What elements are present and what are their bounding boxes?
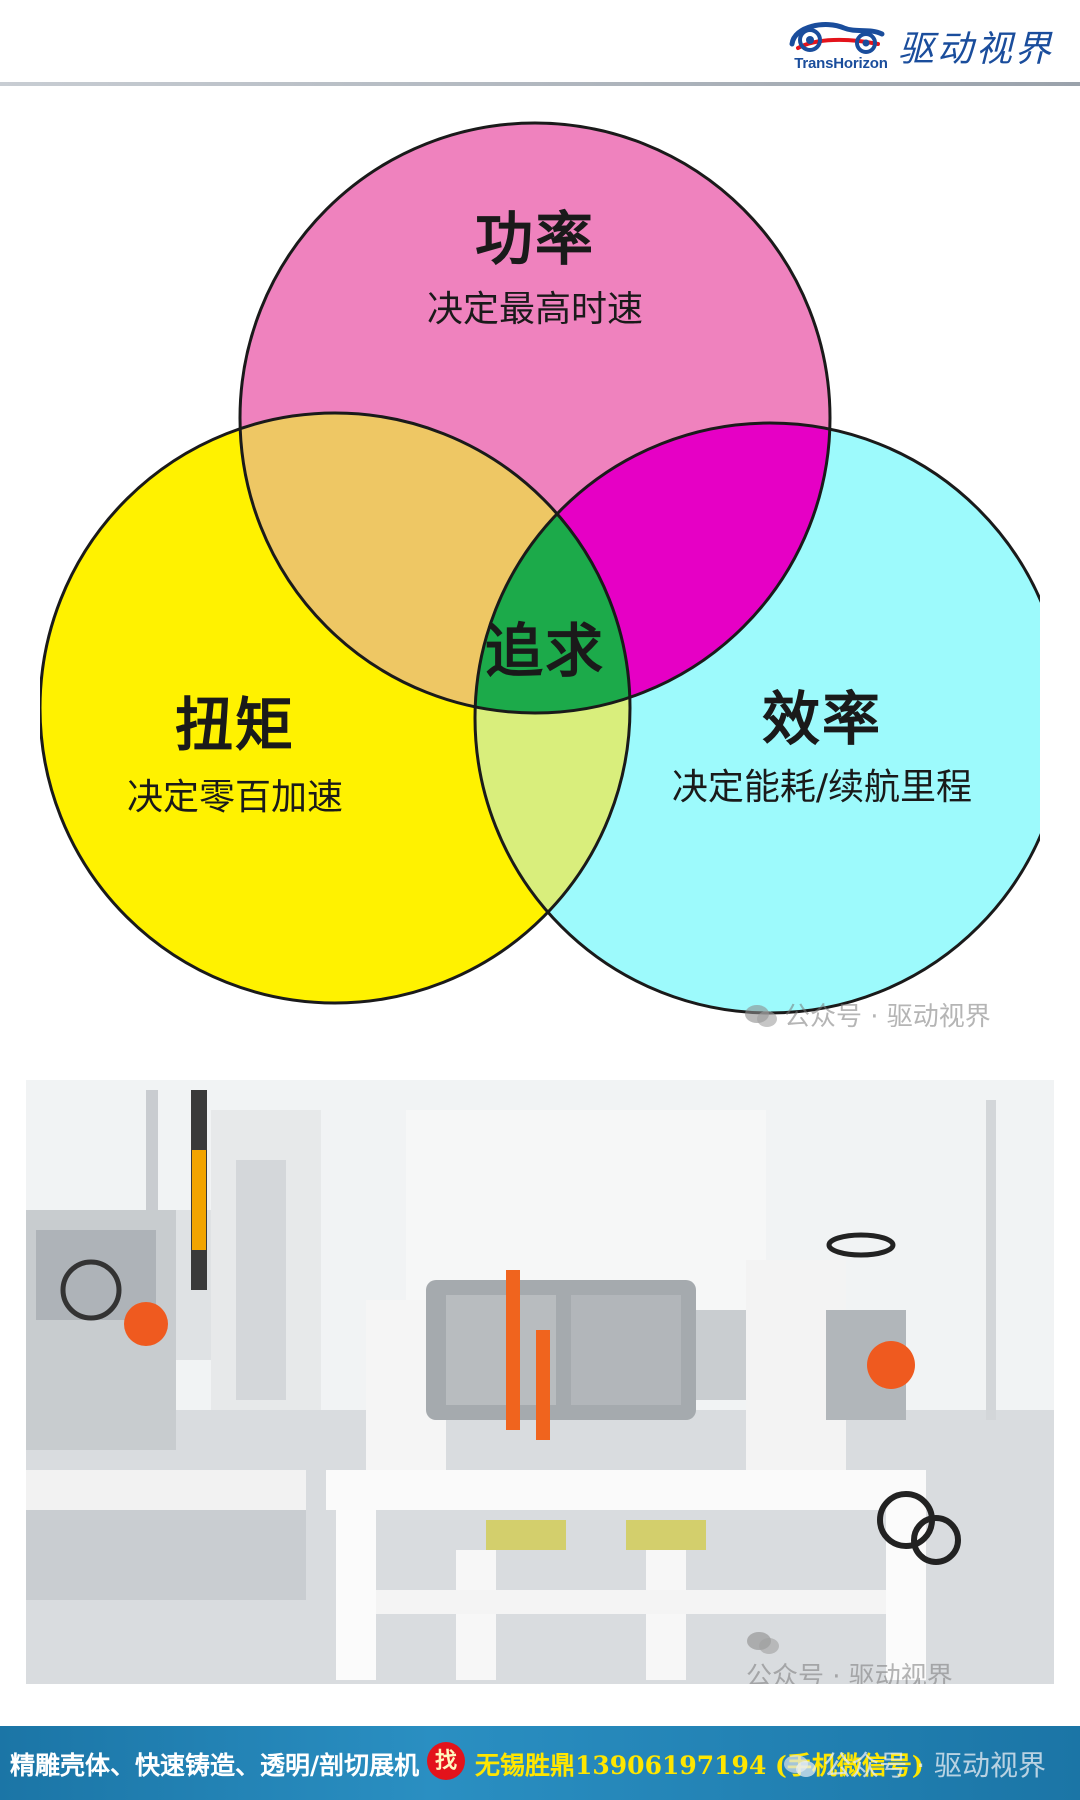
logo-text-cn: 驱动视界 xyxy=(898,29,1055,70)
power-efficiency-overlap xyxy=(475,423,830,713)
header-divider xyxy=(0,82,1080,86)
venn-diagram: 功率 决定最高时速 追求 扭矩 决定零百加速 效率 决定能耗/续航里程 xyxy=(38,118,1067,1038)
power-title: 功率 xyxy=(474,205,596,273)
wechat-icon xyxy=(747,1632,779,1654)
power-outline xyxy=(238,121,832,715)
photo-watermark-text: 公众号 · 驱动视界 xyxy=(746,1662,953,1684)
header: TransHorizon 驱动视界 xyxy=(0,0,1080,86)
test-bench-photo: 公众号 · 驱动视界 xyxy=(26,1080,1054,1684)
power-subtitle: 决定最高时速 xyxy=(426,289,644,330)
venn-svg xyxy=(38,121,1067,1015)
torque-title: 扭矩 xyxy=(174,691,296,759)
banner-contact-text[interactable]: 无锡胜鼎13906197194 (手机微信号) xyxy=(475,1751,924,1780)
venn-watermark-text: 公众号 · 驱动视界 xyxy=(784,1002,991,1032)
ad-banner[interactable]: 精雕壳体、快速铸造、透明/剖切展机 找 无锡胜鼎13906197194 (手机微… xyxy=(0,1726,1080,1800)
wechat-icon xyxy=(784,1755,817,1777)
torque-outline xyxy=(38,411,632,1005)
logo-text-en: TransHorizon xyxy=(794,55,888,72)
wechat-icon xyxy=(745,1005,777,1027)
efficiency-subtitle: 决定能耗/续航里程 xyxy=(671,767,973,808)
banner-services-text: 精雕壳体、快速铸造、透明/剖切展机 xyxy=(10,1751,420,1780)
torque-subtitle: 决定零百加速 xyxy=(126,777,344,818)
photo-watermark: 公众号 · 驱动视界 xyxy=(746,1630,953,1684)
venn-watermark: 公众号 · 驱动视界 xyxy=(744,996,991,1033)
brand-logo[interactable]: TransHorizon 驱动视界 xyxy=(786,14,1054,74)
efficiency-title: 效率 xyxy=(761,685,883,753)
center-label: 追求 xyxy=(484,617,606,685)
banner-find-badge: 找 xyxy=(427,1742,465,1780)
banner-watermark: 公众号 · 驱动视界 xyxy=(783,1744,1046,1784)
test-bench-illustration xyxy=(26,1080,1054,1684)
car-swirl-logo-icon xyxy=(789,22,885,54)
banner-watermark-text: 公众号 · 驱动视界 xyxy=(823,1749,1046,1782)
